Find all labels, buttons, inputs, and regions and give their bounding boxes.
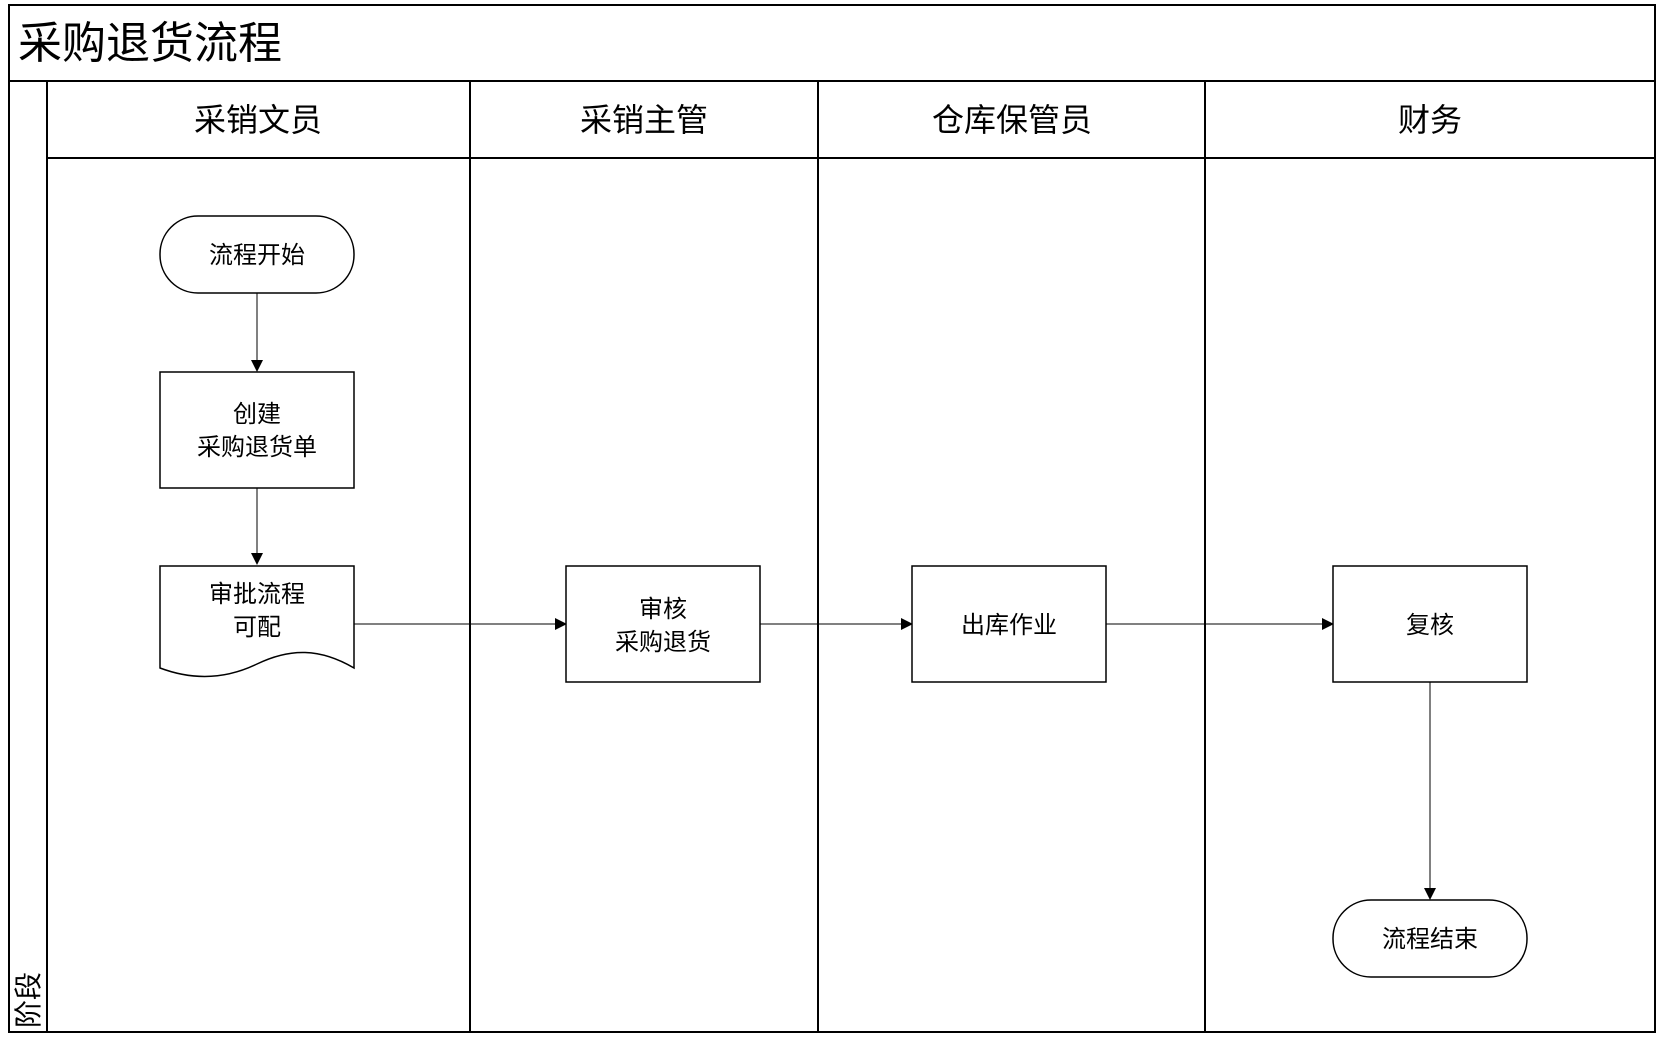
node-start: 流程开始 — [159, 215, 355, 294]
node-label: 流程开始 — [209, 241, 305, 269]
stage-label: 阶段 — [12, 972, 45, 1028]
node-label: 出库作业 — [961, 611, 1057, 639]
node-end: 流程结束 — [1332, 899, 1528, 978]
lane-header-clerk: 采销文员 — [194, 101, 322, 139]
node-label: 复核 — [1406, 611, 1454, 639]
process-shape — [1332, 565, 1528, 683]
node-label-line-2: 采购退货单 — [197, 433, 317, 461]
process-shape — [565, 565, 761, 683]
node-review: 审核 采购退货 — [565, 565, 761, 683]
node-label-line-1: 审批流程 — [209, 580, 305, 608]
node-label-line-2: 可配 — [233, 613, 281, 641]
process-shape — [159, 371, 355, 489]
diagram-frame — [8, 4, 1656, 1033]
node-recheck: 复核 — [1332, 565, 1528, 683]
node-label-line-2: 采购退货 — [615, 628, 711, 656]
node-outbound: 出库作业 — [911, 565, 1107, 683]
terminator-shape — [159, 215, 355, 294]
node-label-line-1: 创建 — [233, 400, 281, 428]
lane-header-finance: 财务 — [1398, 101, 1462, 139]
lane-header-supervisor: 采销主管 — [580, 101, 708, 139]
terminator-shape — [1332, 899, 1528, 978]
node-approval: 审批流程 可配 — [159, 565, 355, 678]
node-label-line-1: 审核 — [639, 595, 687, 623]
diagram-title: 采购退货流程 — [18, 18, 282, 69]
node-label: 流程结束 — [1382, 925, 1478, 953]
process-shape — [911, 565, 1107, 683]
lane-header-warehouse: 仓库保管员 — [932, 101, 1092, 139]
document-shape — [159, 565, 355, 678]
node-create: 创建 采购退货单 — [159, 371, 355, 489]
